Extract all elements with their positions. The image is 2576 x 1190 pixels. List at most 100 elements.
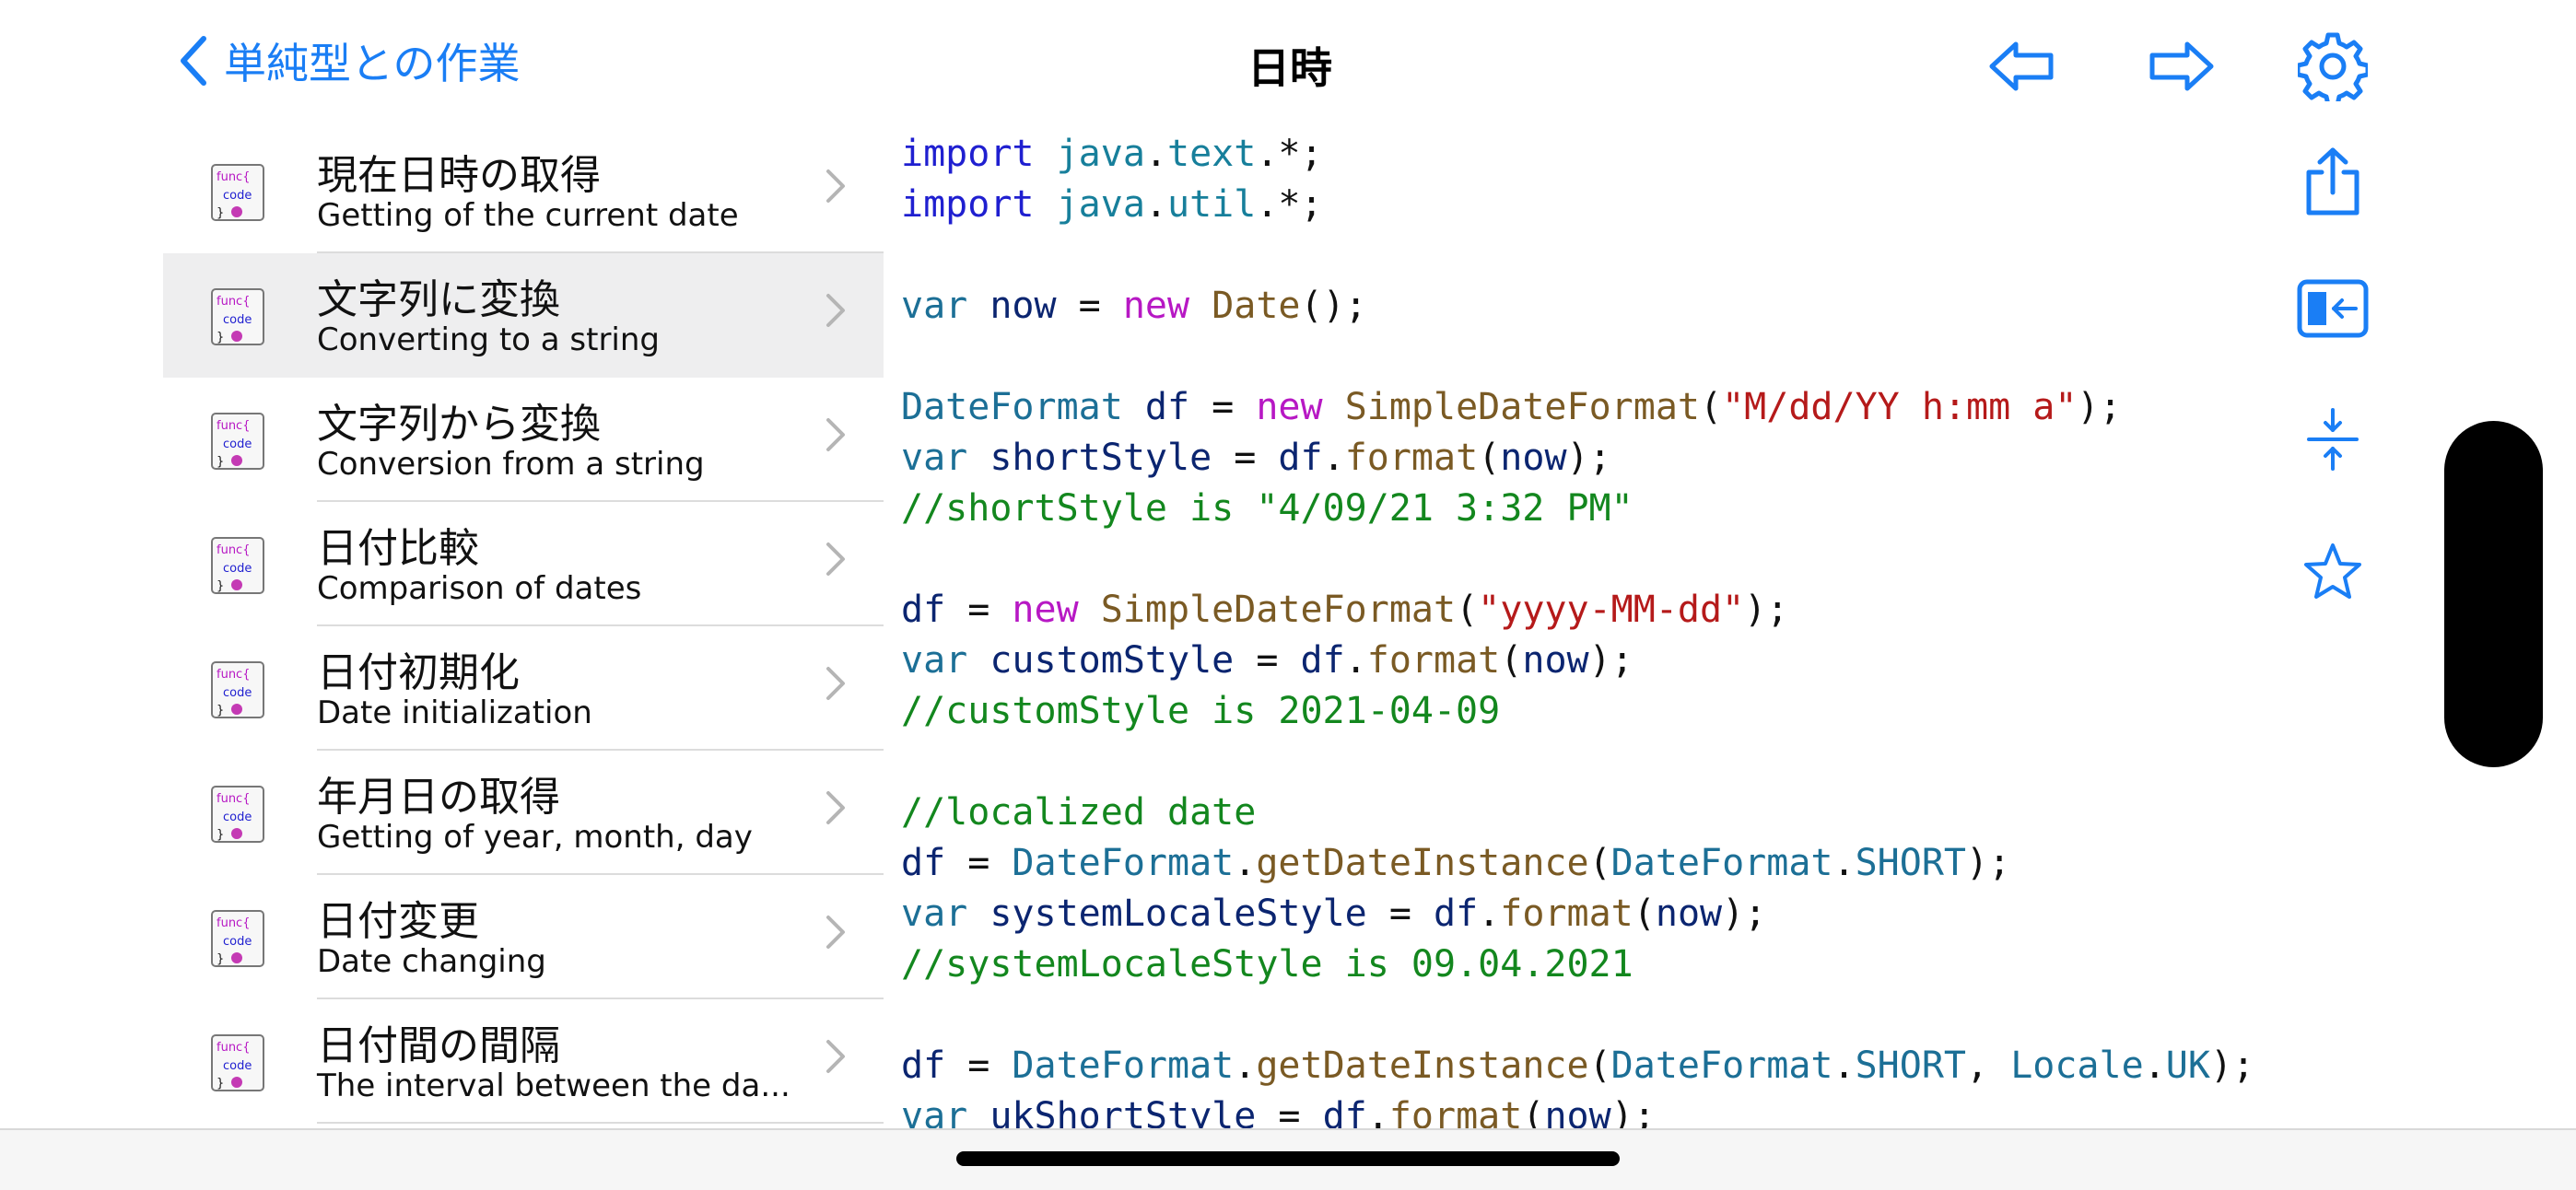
code-token: = xyxy=(945,589,1013,631)
svg-text:code: code xyxy=(223,935,252,949)
code-file-icon: func{code} xyxy=(211,786,264,843)
chevron-right-icon xyxy=(826,294,845,327)
code-token: = xyxy=(1256,1095,1323,1128)
code-line: import java.text.*; xyxy=(901,129,2338,180)
gear-icon[interactable] xyxy=(2294,28,2371,105)
code-line: df = DateFormat.getDateInstance(DateForm… xyxy=(901,1041,2338,1091)
code-token: DateFormat xyxy=(1610,842,1833,884)
list-item-subtitle: Converting to a string xyxy=(317,321,661,358)
page-title: 日時 xyxy=(1247,43,1332,93)
code-token: "M/dd/YY h:mm a" xyxy=(1722,386,2078,428)
code-file-icon: func{code} xyxy=(211,1034,264,1091)
code-token: ( xyxy=(1456,589,1479,631)
row-separator xyxy=(317,251,884,253)
svg-text:}: } xyxy=(217,1077,224,1091)
list-item-subtitle: Date initialization xyxy=(317,694,592,731)
compress-icon[interactable] xyxy=(2294,401,2371,478)
code-token: ); xyxy=(2209,1044,2255,1087)
chevron-right-icon xyxy=(826,667,845,700)
svg-text:}: } xyxy=(217,331,224,344)
code-token: df xyxy=(1322,1095,1367,1128)
sidebar-collapse-icon[interactable] xyxy=(2294,270,2371,347)
code-token: format xyxy=(1500,892,1633,935)
code-token: customStyle xyxy=(989,639,1235,682)
code-token: SimpleDateFormat xyxy=(1344,386,1700,428)
code-token: DateFormat xyxy=(1012,1044,1235,1087)
list-item-title: 日付初期化 xyxy=(317,649,520,696)
share-icon[interactable] xyxy=(2294,143,2371,220)
arrow-left-icon[interactable] xyxy=(1983,28,2060,105)
code-token: ); xyxy=(1566,437,1611,479)
code-token: . xyxy=(1322,437,1345,479)
svg-text:}: } xyxy=(217,704,224,718)
code-file-icon: func{code} xyxy=(211,910,264,967)
svg-text:}: } xyxy=(217,579,224,593)
svg-text:func{: func{ xyxy=(217,543,250,557)
code-token: //localized date xyxy=(901,791,1257,834)
svg-text:}: } xyxy=(217,206,224,220)
code-token: ( xyxy=(1500,639,1523,682)
row-separator xyxy=(317,749,884,751)
svg-text:}: } xyxy=(217,952,224,966)
code-token: java xyxy=(1056,133,1145,175)
star-icon[interactable] xyxy=(2294,533,2371,611)
code-token: Date xyxy=(1212,285,1301,327)
code-token: ); xyxy=(2077,386,2122,428)
svg-text:func{: func{ xyxy=(217,668,250,682)
code-token: ( xyxy=(1633,892,1656,935)
code-token: shortStyle xyxy=(989,437,1212,479)
code-token: df xyxy=(1434,892,1479,935)
code-token: now xyxy=(989,285,1057,327)
code-line xyxy=(901,534,2338,585)
code-file-icon: func{code} xyxy=(211,413,264,470)
code-line: df = DateFormat.getDateInstance(DateForm… xyxy=(901,838,2338,889)
code-token: = xyxy=(1212,437,1279,479)
code-token: //systemLocaleStyle is 09.04.2021 xyxy=(901,943,1633,986)
code-token: getDateInstance xyxy=(1256,842,1589,884)
scroll-handle[interactable] xyxy=(2444,421,2543,767)
code-line xyxy=(901,230,2338,281)
svg-text:code: code xyxy=(223,313,252,327)
code-view: import java.text.*;import java.util.*;va… xyxy=(901,129,2338,1128)
code-token: = xyxy=(945,842,1013,884)
list-item-title: 日付比較 xyxy=(317,525,479,572)
code-token: df xyxy=(901,842,946,884)
svg-text:func{: func{ xyxy=(217,419,250,433)
code-token: DateFormat xyxy=(901,386,1123,428)
svg-text:func{: func{ xyxy=(217,170,250,184)
code-token: import xyxy=(901,133,1035,175)
code-token: var xyxy=(901,285,968,327)
back-button[interactable]: 単純型との作業 xyxy=(180,28,521,94)
svg-text:code: code xyxy=(223,438,252,451)
code-token xyxy=(1079,589,1101,631)
arrow-right-icon[interactable] xyxy=(2143,28,2220,105)
home-indicator[interactable] xyxy=(956,1151,1620,1166)
list-item-subtitle: The interval between the da... xyxy=(317,1068,790,1104)
code-token: . xyxy=(1366,1095,1389,1128)
code-token: SimpleDateFormat xyxy=(1100,589,1457,631)
code-token: var xyxy=(901,892,968,935)
code-line: //shortStyle is "4/09/21 3:32 PM" xyxy=(901,484,2338,534)
code-line: //customStyle is 2021-04-09 xyxy=(901,686,2338,737)
code-token: ); xyxy=(1722,892,1767,935)
svg-text:func{: func{ xyxy=(217,295,250,309)
code-token xyxy=(967,437,989,479)
code-token xyxy=(1123,386,1145,428)
code-file-icon: func{code} xyxy=(211,661,264,718)
code-token: "yyyy-MM-dd" xyxy=(1478,589,1745,631)
code-token: . xyxy=(1832,842,1856,884)
code-token: ( xyxy=(1522,1095,1545,1128)
chevron-right-icon xyxy=(826,418,845,451)
list-item-subtitle: Conversion from a string xyxy=(317,446,705,483)
code-file-icon: func{code} xyxy=(211,164,264,221)
code-token: java xyxy=(1056,183,1145,226)
code-token: df xyxy=(1300,639,1345,682)
